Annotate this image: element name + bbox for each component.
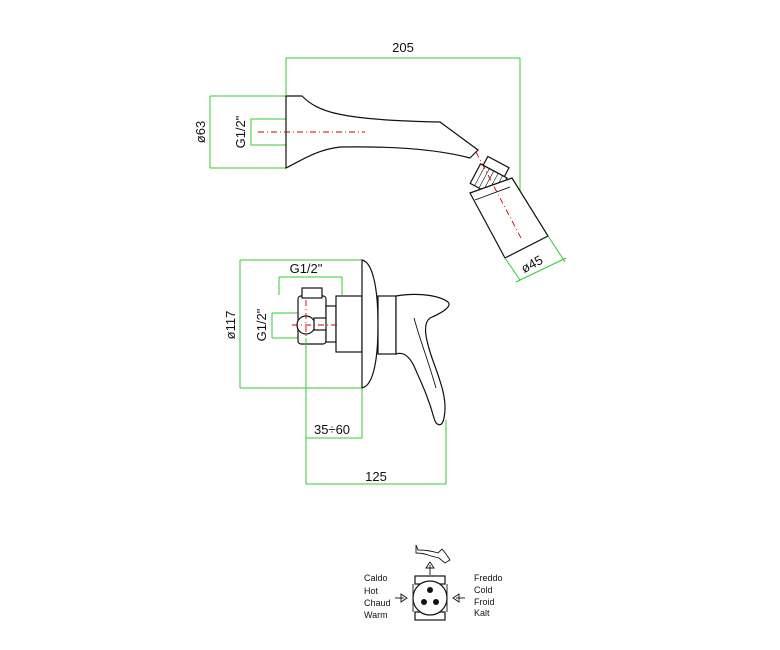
- arm-length-label: 205: [392, 40, 414, 55]
- cold-label-3: Kalt: [474, 608, 490, 618]
- arm-body: [285, 95, 479, 169]
- cold-label-0: Freddo: [474, 573, 503, 583]
- cold-label-1: Cold: [474, 585, 493, 595]
- depth-range-dimension: [305, 338, 363, 439]
- depth-label: 125: [365, 469, 387, 484]
- hot-inlet-arrow-icon: [395, 593, 408, 603]
- head-diameter-dimension: [504, 235, 567, 283]
- plate-diameter-dimension: [239, 259, 362, 389]
- shower-arm-view: 205 ø63 G1/2": [193, 40, 567, 283]
- flange-diameter-label: ø63: [193, 121, 208, 143]
- mixer-view: ø117 G1/2" G1/2": [223, 259, 450, 485]
- cold-label-2: Froid: [474, 597, 495, 607]
- head-diameter-label: ø45: [518, 252, 545, 276]
- depth-dimension: [305, 420, 447, 485]
- shower-outlet-icon: [415, 544, 451, 564]
- arm-thread-label: G1/2": [233, 115, 248, 148]
- side-thread-label: G1/2": [254, 308, 269, 341]
- plate-diameter-label: ø117: [223, 311, 238, 340]
- outlet-arrow-icon: [425, 561, 435, 575]
- flange-diameter-dimension: [209, 95, 286, 169]
- top-thread-label: G1/2": [290, 261, 323, 276]
- cold-inlet-arrow-icon: [452, 593, 465, 603]
- wall-plate: [361, 259, 379, 389]
- depth-range-label: 35÷60: [314, 422, 350, 437]
- side-thread-dimension: [271, 312, 298, 339]
- cartridge-icon: [412, 575, 448, 621]
- hot-label-3: Warm: [364, 610, 388, 620]
- flow-schematic: Caldo Hot Chaud Warm Freddo Cold Froid K…: [364, 544, 503, 621]
- shower-head: [469, 177, 549, 259]
- lever-handle: [395, 293, 450, 426]
- hot-label-1: Hot: [364, 586, 379, 596]
- hot-label-0: Caldo: [364, 573, 388, 583]
- top-thread-dimension: [278, 276, 343, 295]
- hot-label-2: Chaud: [364, 598, 391, 608]
